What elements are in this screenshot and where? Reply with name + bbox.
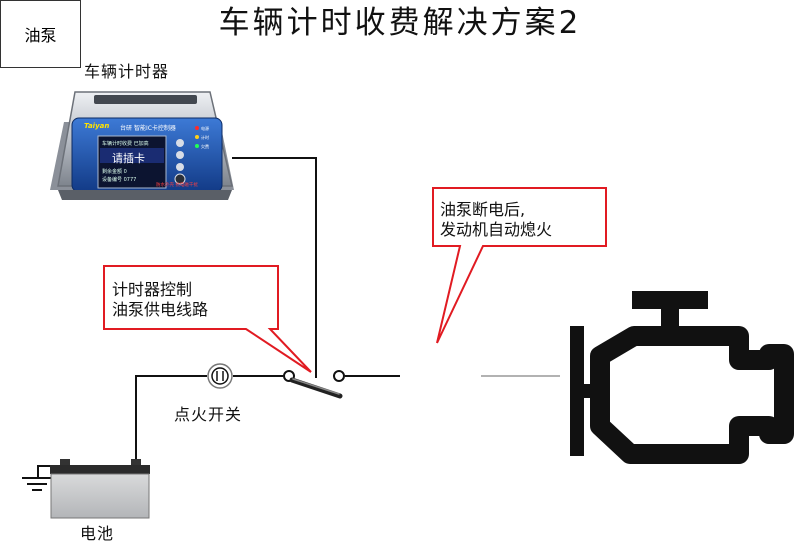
device-screen-header: 车辆计时收费 已加高	[102, 140, 149, 147]
led-power-icon	[195, 126, 199, 130]
led-timer-icon	[195, 135, 199, 139]
led-power-label: 电源	[201, 126, 209, 132]
led-timer-label: 计时	[201, 135, 209, 141]
device-button-2	[176, 151, 184, 159]
device-button-3	[176, 163, 184, 171]
device-footer: 防水外壳 抗电磁干扰	[156, 182, 198, 188]
battery-label: 电池	[80, 526, 114, 542]
relay-switch	[284, 371, 344, 396]
relay-lever	[292, 380, 340, 396]
ignition-switch-icon	[208, 364, 232, 388]
engine-icon	[577, 300, 784, 456]
ignition-switch-label: 点火开关	[174, 407, 242, 423]
device-screen-id: 设备编号 0777	[102, 176, 136, 183]
device-subtitle: 台研 智能IC卡控制器	[120, 123, 176, 132]
device-button-1	[176, 139, 184, 147]
device-screen-balance: 剩余金额 0	[102, 168, 127, 175]
timer-device-label: 车辆计时器	[84, 64, 169, 80]
battery-icon	[50, 459, 150, 518]
callout-timer-control-text: 计时器控制 油泵供电线路	[112, 280, 208, 320]
device-brand: Taiyan	[84, 122, 109, 130]
device-screen-prompt: 请插卡	[112, 150, 145, 166]
callout-engine-off-text: 油泵断电后, 发动机自动熄火	[440, 200, 552, 240]
card-slot	[94, 95, 197, 104]
led-arrears-icon	[195, 144, 199, 148]
led-arrears-label: 欠费	[201, 144, 209, 150]
relay-contact-right	[334, 371, 344, 381]
page-title: 车辆计时收费解决方案2	[0, 8, 800, 39]
